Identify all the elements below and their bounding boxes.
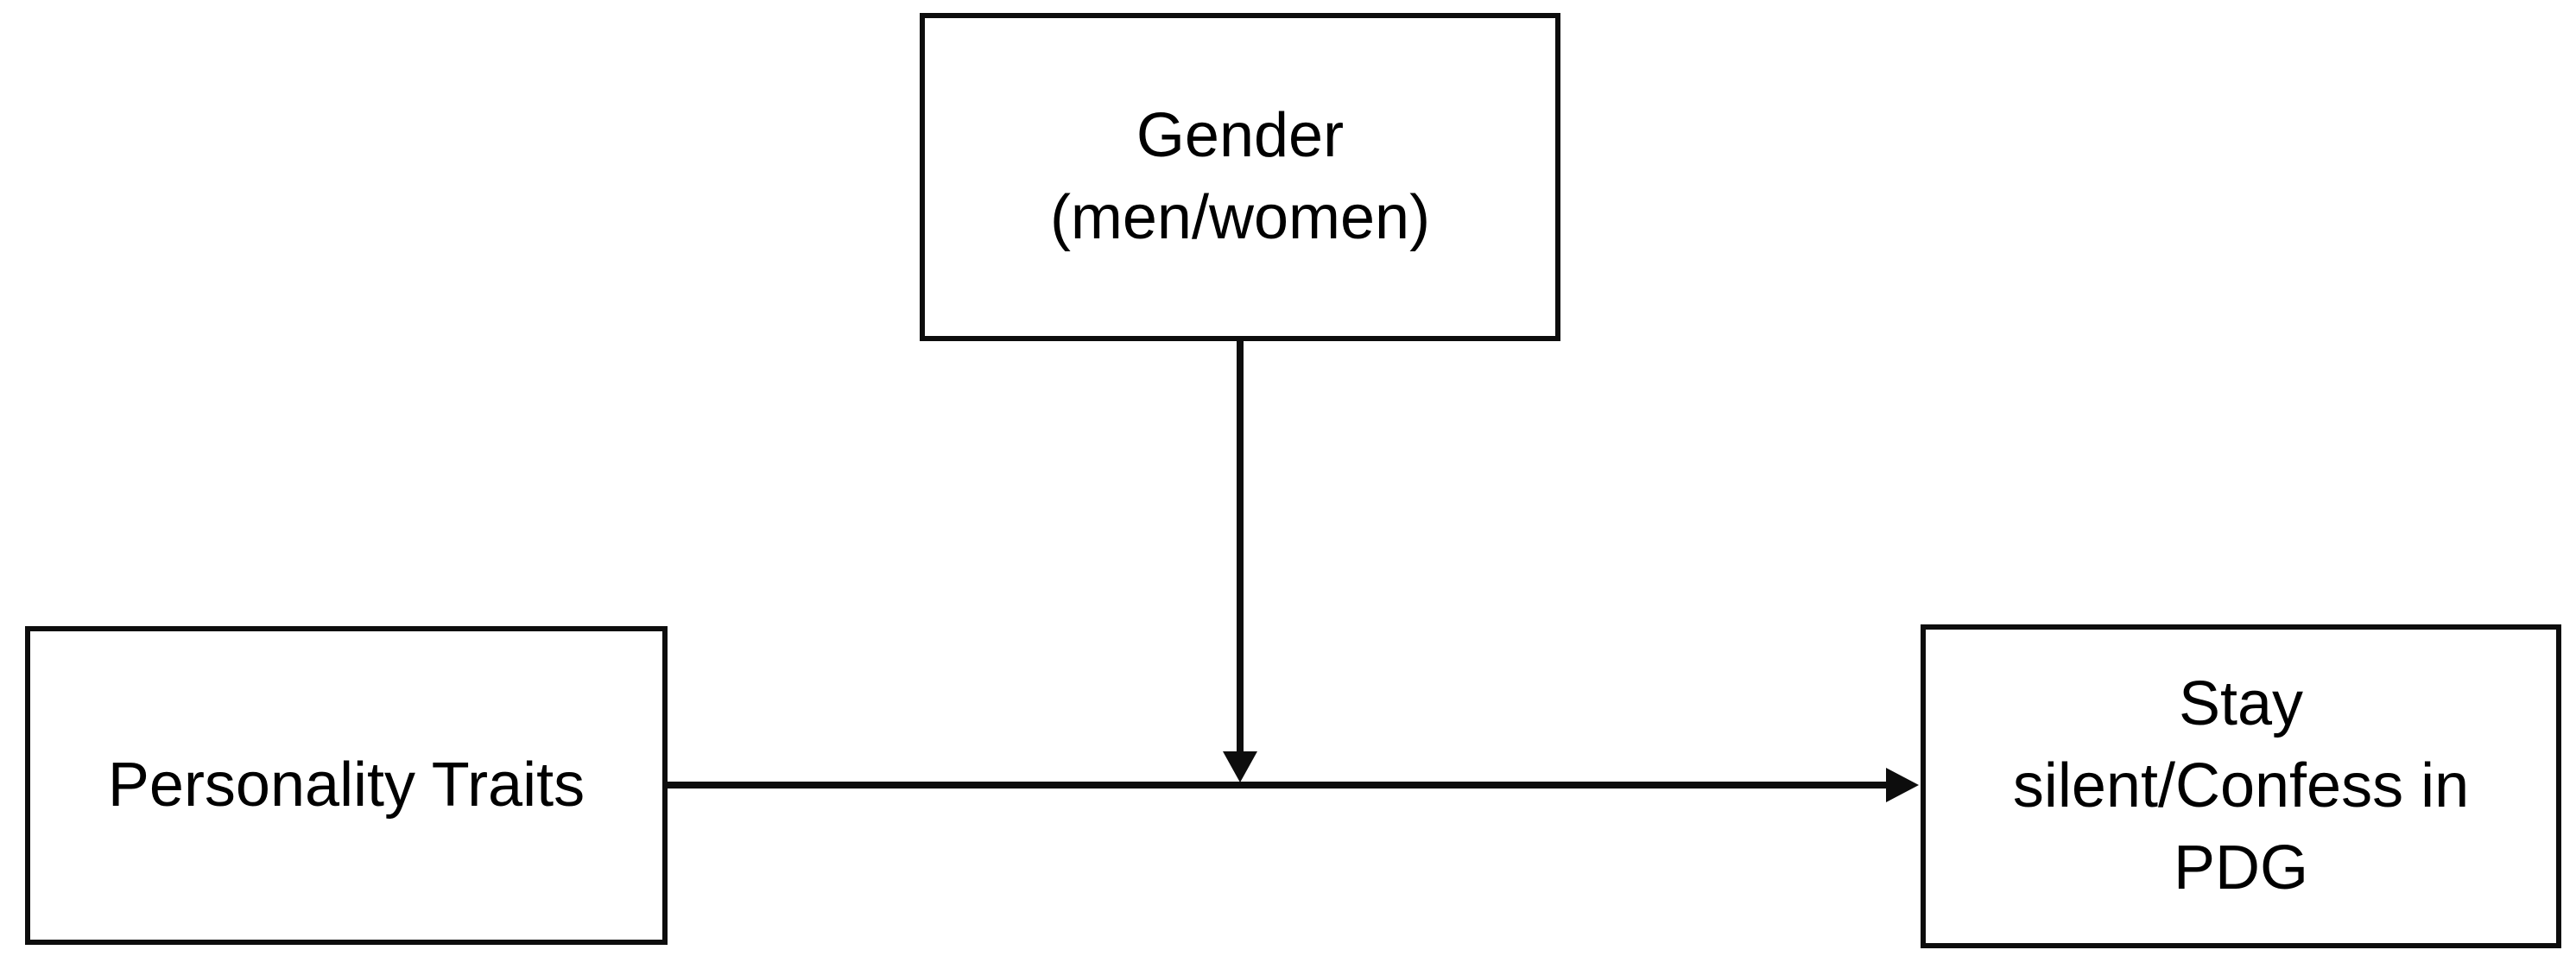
moderator-label-line2: (men/women) [1049, 183, 1431, 252]
moderation-arrowhead-icon [1223, 751, 1257, 782]
direct-effect-arrowhead-icon [1886, 768, 1919, 802]
predictor-label-line1: Personality Traits [107, 750, 585, 820]
outcome-box-stay-silent-confess-pdg: Stay silent/Confess in PDG [1921, 624, 2561, 948]
outcome-label-line1: Stay [2178, 668, 2304, 738]
outcome-label-line2: silent/Confess in [2012, 750, 2470, 820]
predictor-box-personality-traits: Personality Traits [25, 626, 668, 945]
moderator-box-gender: Gender (men/women) [920, 13, 1560, 341]
outcome-label-line3: PDG [2173, 833, 2309, 903]
moderator-label-line1: Gender [1136, 100, 1345, 170]
